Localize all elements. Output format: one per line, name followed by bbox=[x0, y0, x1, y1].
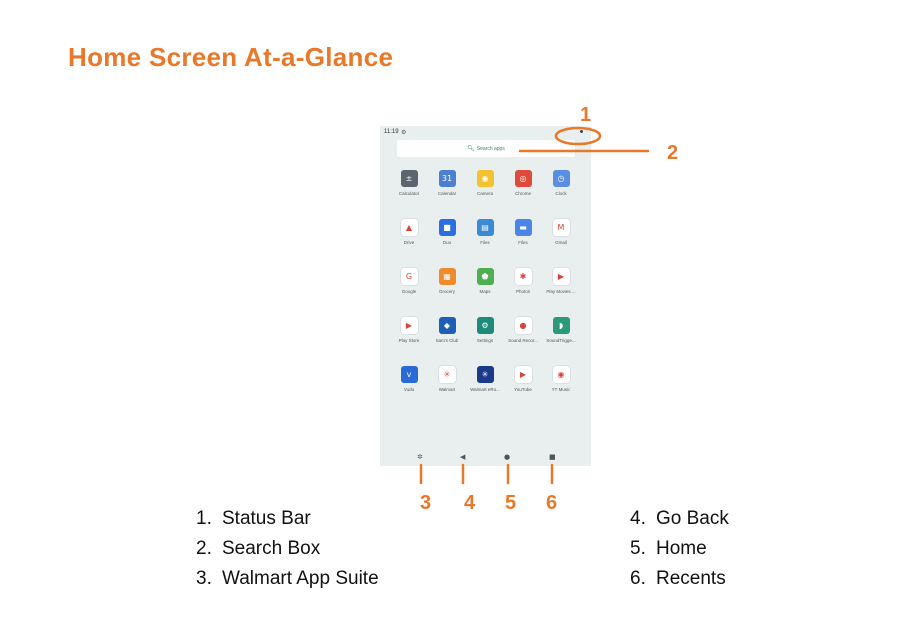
yt-music-icon: ◉ bbox=[552, 366, 570, 383]
grocery-icon: ▦ bbox=[438, 268, 456, 285]
youtube-icon: ▶ bbox=[514, 366, 532, 383]
app-chrome[interactable]: ◎Chrome bbox=[504, 170, 542, 219]
recents-button[interactable]: ■ bbox=[549, 453, 556, 461]
app-yt-music[interactable]: ◉YT Music bbox=[542, 366, 580, 415]
play-store-icon: ▶ bbox=[400, 317, 418, 334]
callout-4: 4 bbox=[464, 492, 476, 514]
status-clock: 11:19 bbox=[384, 129, 399, 135]
play-movies-icon: ▶ bbox=[552, 268, 570, 285]
callout-5: 5 bbox=[505, 492, 517, 514]
search-label: Search apps bbox=[476, 145, 505, 152]
camera-icon: ◉ bbox=[476, 170, 494, 187]
search-icon: 🔍︎ bbox=[467, 145, 475, 152]
app-walmart-ero[interactable]: ✳Walmart eRo... bbox=[466, 366, 504, 415]
app-settings[interactable]: ⚙Settings bbox=[466, 317, 504, 366]
chrome-icon: ◎ bbox=[514, 170, 532, 187]
assistant-icon[interactable]: ✲ bbox=[417, 453, 423, 461]
app-files-folder[interactable]: ▬Files bbox=[504, 219, 542, 268]
gear-icon: ⚙ bbox=[401, 129, 407, 136]
app-clock[interactable]: ◷Clock bbox=[542, 170, 580, 219]
back-button[interactable]: ◀ bbox=[460, 453, 466, 461]
status-bar: 11:19 ⚙ bbox=[380, 126, 591, 140]
maps-icon: ⬟ bbox=[476, 268, 494, 285]
sams-club-icon: ◆ bbox=[438, 317, 456, 334]
settings-icon: ⚙ bbox=[476, 317, 494, 334]
page-title: Home Screen At-a-Glance bbox=[68, 42, 394, 72]
app-sound-recorder[interactable]: ●Sound Recor... bbox=[504, 317, 542, 366]
navigation-bar: ✲ ◀ ● ■ bbox=[380, 450, 591, 466]
drive-icon: ▲ bbox=[400, 219, 418, 236]
legend-item: 1.Status Bar bbox=[196, 508, 311, 529]
legend-item: 3.Walmart App Suite bbox=[196, 568, 379, 589]
callout-2: 2 bbox=[667, 142, 679, 164]
walmart-icon: ✳ bbox=[438, 366, 456, 383]
app-sound-trigger[interactable]: ◗SoundTrigge... bbox=[542, 317, 580, 366]
app-duo[interactable]: ■Duo bbox=[428, 219, 466, 268]
sound-trigger-icon: ◗ bbox=[552, 317, 570, 334]
app-grocery[interactable]: ▦Grocery bbox=[428, 268, 466, 317]
callout-6: 6 bbox=[546, 492, 558, 514]
duo-icon: ■ bbox=[438, 219, 456, 236]
callout-3: 3 bbox=[420, 492, 432, 514]
calendar-icon: 31 bbox=[438, 170, 456, 187]
app-sams-club[interactable]: ◆Sam's Club bbox=[428, 317, 466, 366]
photos-icon: ✱ bbox=[514, 268, 532, 285]
legend-item: 2.Search Box bbox=[196, 538, 321, 559]
vudu-icon: v bbox=[400, 366, 418, 383]
home-button[interactable]: ● bbox=[504, 453, 511, 461]
legend-right: 4.Go Back 5.Home 6.Recents bbox=[630, 508, 729, 598]
app-maps[interactable]: ⬟Maps bbox=[466, 268, 504, 317]
app-calculator[interactable]: ±Calculator bbox=[390, 170, 428, 219]
legend-item: 4.Go Back bbox=[630, 508, 729, 529]
status-dot bbox=[580, 130, 583, 133]
clock-icon: ◷ bbox=[552, 170, 570, 187]
walmart-ero-icon: ✳ bbox=[476, 366, 494, 383]
app-youtube[interactable]: ▶YouTube bbox=[504, 366, 542, 415]
app-files-photo[interactable]: ▤Files bbox=[466, 219, 504, 268]
legend-item: 6.Recents bbox=[630, 568, 726, 589]
callout-1-circle bbox=[554, 126, 602, 146]
sound-recorder-icon: ● bbox=[514, 317, 532, 334]
legend-item: 5.Home bbox=[630, 538, 707, 559]
app-play-store[interactable]: ▶Play Store bbox=[390, 317, 428, 366]
app-camera[interactable]: ◉Camera bbox=[466, 170, 504, 219]
files-photo-icon: ▤ bbox=[476, 219, 494, 236]
app-play-movies[interactable]: ▶Play Movies ... bbox=[542, 268, 580, 317]
search-box[interactable]: 🔍︎ Search apps bbox=[397, 140, 575, 157]
app-walmart[interactable]: ✳Walmart bbox=[428, 366, 466, 415]
legend-left: 1.Status Bar 2.Search Box 3.Walmart App … bbox=[196, 508, 379, 598]
calculator-icon: ± bbox=[400, 170, 418, 187]
files-folder-icon: ▬ bbox=[514, 219, 532, 236]
gmail-icon: M bbox=[552, 219, 570, 236]
app-drive[interactable]: ▲Drive bbox=[390, 219, 428, 268]
google-icon: G bbox=[400, 268, 418, 285]
callout-1: 1 bbox=[580, 104, 592, 126]
app-photos[interactable]: ✱Photos bbox=[504, 268, 542, 317]
